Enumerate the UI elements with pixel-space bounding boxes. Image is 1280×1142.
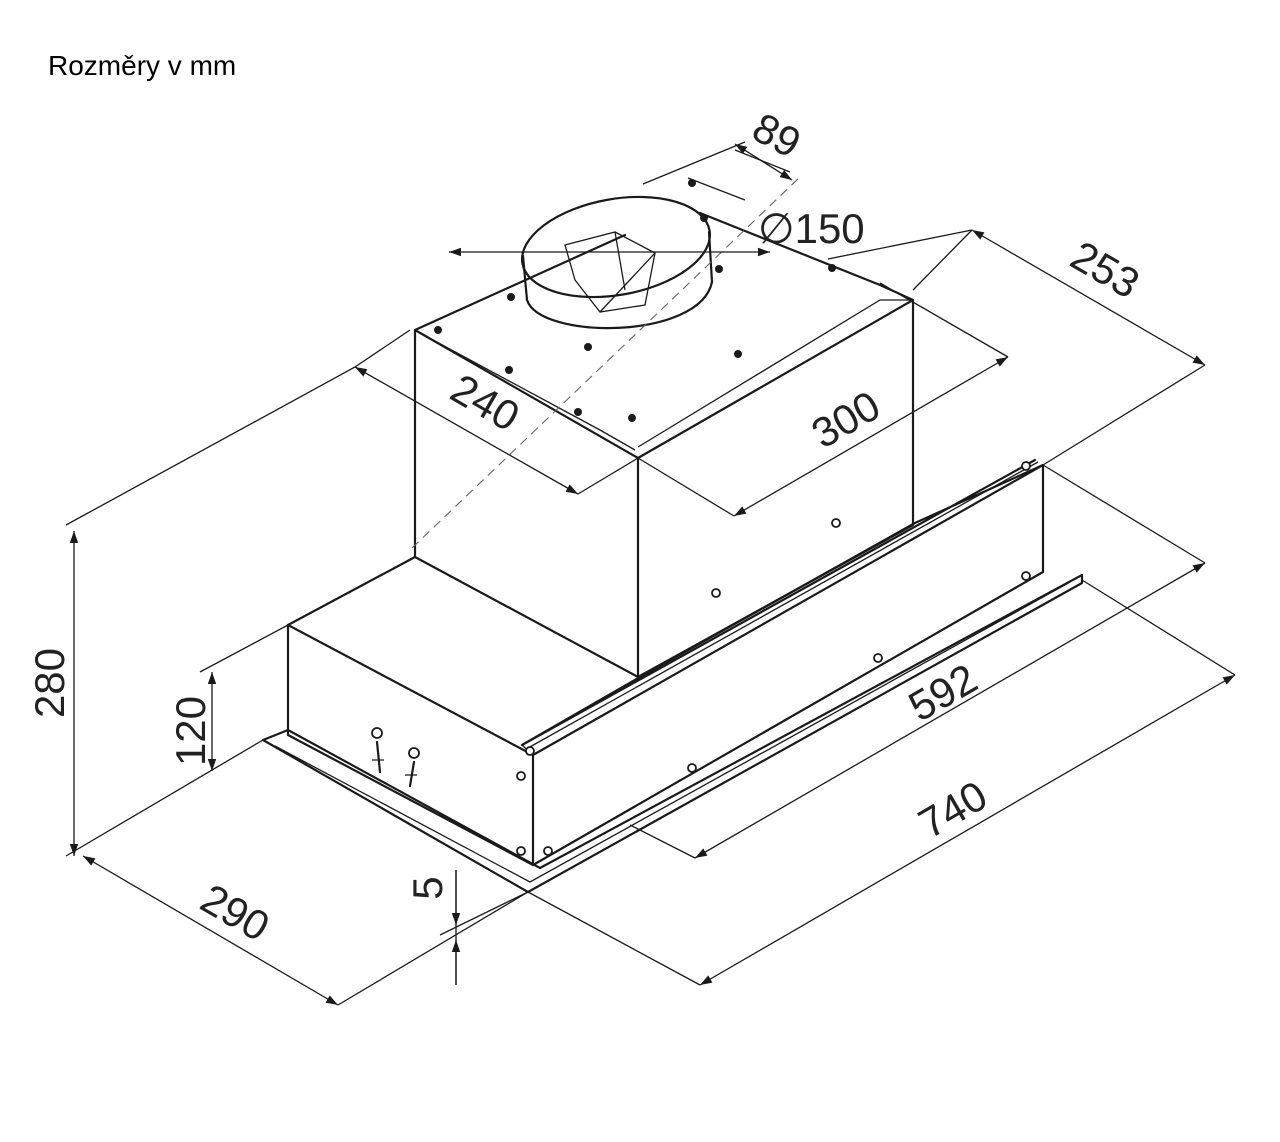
bottom-trim [261, 573, 1084, 894]
page-title: Rozměry v mm [48, 50, 237, 81]
dim-253-label: 253 [1063, 232, 1147, 308]
upper-box-front-face [636, 298, 915, 679]
dim-5-label: 5 [404, 876, 451, 899]
dim-240-label: 240 [443, 365, 527, 441]
lower-box-left-face [286, 623, 535, 867]
dim-150-label: ∅150 [758, 205, 865, 252]
dim-740-label: 740 [911, 772, 995, 848]
dim-120-label: 120 [167, 696, 214, 766]
control-knobs [371, 727, 420, 788]
dim-300-label: 300 [804, 382, 888, 458]
dim-290-label: 290 [193, 875, 277, 951]
dimension-lines [65, 141, 1236, 1006]
upper-box-left-face [413, 328, 640, 679]
duct-collar-top [520, 195, 712, 299]
dim-280-label: 280 [26, 648, 73, 718]
